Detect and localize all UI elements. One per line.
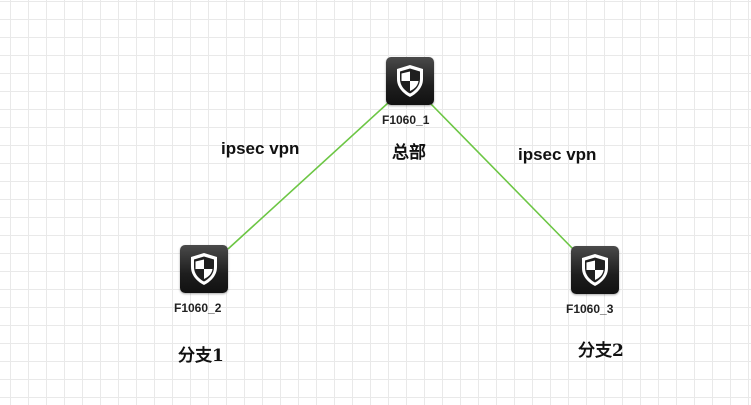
firewall-shield-icon [191, 253, 217, 285]
device-name: F1060_2 [174, 301, 222, 315]
link-label: ipsec vpn [518, 145, 597, 164]
device-f1060-3[interactable] [571, 246, 619, 294]
firewall-shield-icon [397, 65, 423, 97]
device-role-label: 分支2 [578, 341, 624, 361]
link-f1060-1-to-f1060-3[interactable] [429, 102, 575, 251]
firewall-shield-icon [582, 254, 608, 286]
device-role-label: 总部 [392, 143, 426, 163]
device-f1060-2[interactable] [180, 245, 228, 293]
link-f1060-1-to-f1060-2[interactable] [227, 102, 389, 250]
device-name: F1060_1 [382, 113, 430, 127]
link-label: ipsec vpn [221, 139, 300, 158]
device-role-label: 分支1 [178, 346, 224, 366]
device-name: F1060_3 [566, 302, 614, 316]
device-f1060-1[interactable] [386, 57, 434, 105]
